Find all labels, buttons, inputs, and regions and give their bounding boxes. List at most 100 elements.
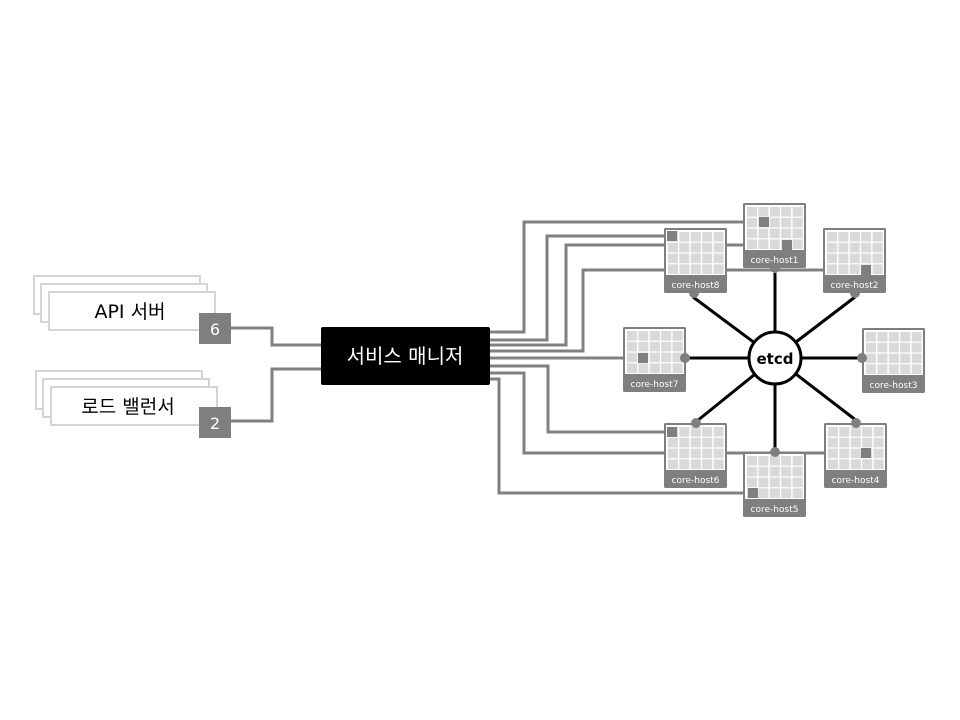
- host-port-dot: [680, 353, 690, 363]
- host-cell: [861, 242, 872, 253]
- etcd-node[interactable]: etcd: [747, 330, 803, 386]
- host-cell: [661, 341, 672, 352]
- host-cell: [792, 239, 803, 249]
- host-cell: [781, 466, 792, 477]
- host-cell: [850, 427, 861, 437]
- host-cell: [781, 217, 792, 228]
- host-cell: [668, 253, 678, 264]
- host-cell: [627, 341, 637, 352]
- host-label: core-host1: [751, 256, 799, 266]
- host-cell: [627, 352, 637, 363]
- host-cell: [668, 242, 678, 253]
- host-cell: [872, 264, 883, 274]
- host-cell: [747, 217, 757, 228]
- host-cell: [828, 459, 838, 469]
- host-cell: [690, 427, 701, 437]
- host-label: core-host5: [751, 505, 799, 515]
- host-cell: [668, 459, 678, 469]
- load-balancer-count-badge: [199, 407, 231, 438]
- host-cell: [769, 488, 780, 498]
- host-port-dot: [770, 447, 780, 457]
- host-cell: [872, 253, 883, 264]
- host-label: core-host4: [832, 476, 880, 486]
- host-cell: [781, 207, 792, 217]
- host-cell: [792, 217, 803, 228]
- host-cell: [792, 228, 803, 239]
- host-cell: [872, 232, 883, 242]
- host-cell: [713, 427, 724, 437]
- host-cell: [638, 331, 649, 341]
- host-4[interactable]: core-host4: [824, 418, 887, 488]
- host-cell: [888, 364, 899, 374]
- host-label: core-host3: [870, 381, 918, 391]
- connection-markers: [638, 217, 871, 498]
- host-cell: [747, 239, 757, 249]
- host-cell: [649, 363, 660, 373]
- host-cell: [668, 264, 678, 274]
- host-cell: [713, 253, 724, 264]
- host-port-dot: [691, 418, 701, 428]
- host-cell: [827, 264, 837, 274]
- host-cell: [713, 437, 724, 448]
- host-cell: [769, 207, 780, 217]
- host-cell: [690, 437, 701, 448]
- host-cell: [758, 456, 769, 466]
- host-8[interactable]: core-host8: [664, 228, 727, 298]
- host-2[interactable]: core-host2: [823, 228, 886, 298]
- host-cell: [649, 341, 660, 352]
- host-cell: [873, 459, 884, 469]
- host-cell: [769, 466, 780, 477]
- host-cell: [679, 264, 690, 274]
- host-cell: [839, 448, 850, 459]
- host-cell: [873, 448, 884, 459]
- host-cell: [877, 353, 888, 364]
- host-cell: [838, 242, 849, 253]
- host-cell: [872, 242, 883, 253]
- host-cell: [877, 342, 888, 353]
- host-cell: [690, 448, 701, 459]
- host-cell: [758, 477, 769, 488]
- host-cell: [900, 364, 911, 374]
- host-cell: [839, 437, 850, 448]
- host-cell: [690, 459, 701, 469]
- host-cell: [690, 253, 701, 264]
- host-cell: [661, 331, 672, 341]
- host-cell: [866, 353, 876, 364]
- service-manager[interactable]: 서비스 매니저: [321, 327, 490, 385]
- host-cell: [672, 331, 683, 341]
- host-cell: [702, 448, 713, 459]
- host-cell: [679, 448, 690, 459]
- host-cell: [702, 427, 713, 437]
- host-cell: [781, 456, 792, 466]
- service-manager-label: 서비스 매니저: [347, 344, 464, 368]
- host-cell: [713, 242, 724, 253]
- host-cell: [769, 456, 780, 466]
- host-cell: [758, 207, 769, 217]
- load-balancer-stack[interactable]: 로드 밸런서 2: [35, 370, 231, 438]
- host-cell: [702, 437, 713, 448]
- host-cell: [861, 253, 872, 264]
- host-cell: [849, 253, 860, 264]
- host-cell: [888, 353, 899, 364]
- host-cell: [769, 228, 780, 239]
- api-server-label: API 서버: [94, 301, 165, 323]
- host-port-dot: [770, 263, 780, 273]
- host-cell: [877, 364, 888, 374]
- host-5[interactable]: core-host5: [743, 447, 806, 517]
- host-3[interactable]: core-host3: [857, 328, 925, 393]
- api-server-stack[interactable]: API 서버 6: [33, 275, 231, 344]
- host-cell: [713, 264, 724, 274]
- host-cell: [827, 242, 837, 253]
- host-cell: [747, 477, 757, 488]
- host-7[interactable]: core-host7: [623, 327, 690, 392]
- host-cell: [747, 456, 757, 466]
- host-port-dot: [851, 418, 861, 428]
- host-cell: [866, 364, 876, 374]
- host-cell: [649, 331, 660, 341]
- load-balancer-count: 2: [210, 414, 220, 433]
- host-cell: [827, 232, 837, 242]
- host-cell: [769, 217, 780, 228]
- host-1[interactable]: core-host1: [743, 203, 806, 273]
- host-cell: [690, 232, 701, 242]
